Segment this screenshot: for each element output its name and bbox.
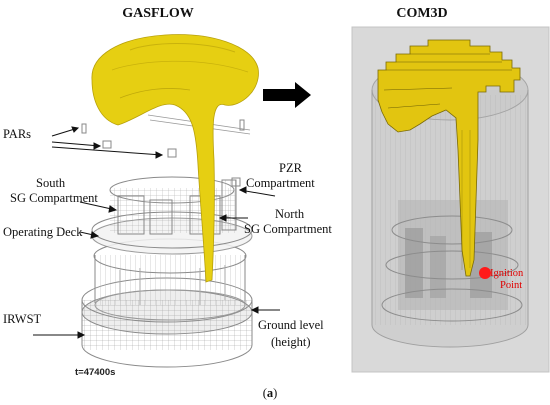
label-south-sg-1: South	[36, 176, 66, 190]
label-ground-level-1: Ground level	[258, 318, 324, 332]
time-label: t=47400s	[75, 367, 115, 378]
label-irwst: IRWST	[3, 312, 42, 326]
label-south-sg-2: SG Compartment	[10, 191, 98, 205]
label-pars: PARs	[3, 127, 31, 141]
label-north-sg-1: North	[275, 207, 305, 221]
hydrogen-cloud-com3d	[377, 39, 521, 277]
label-operating-deck: Operating Deck	[3, 225, 83, 239]
label-pzr-1: PZR	[279, 161, 303, 175]
transfer-arrow	[263, 82, 311, 108]
containment-structure	[81, 114, 253, 368]
ignition-label-2: Point	[500, 280, 522, 291]
annotation-arrows	[33, 126, 280, 339]
ignition-point-marker	[479, 267, 491, 279]
gasflow-title: GASFLOW	[122, 6, 194, 21]
ignition-label-1: Ignition	[490, 268, 524, 279]
com3d-title: COM3D	[396, 6, 447, 21]
com3d-containment	[371, 59, 529, 348]
label-north-sg-2: SG Compartment	[244, 222, 332, 236]
figure-caption: (a)	[263, 386, 278, 400]
hydrogen-cloud-gasflow	[91, 34, 259, 283]
label-pzr-2: Compartment	[246, 176, 315, 190]
label-ground-level-2: (height)	[271, 335, 311, 349]
